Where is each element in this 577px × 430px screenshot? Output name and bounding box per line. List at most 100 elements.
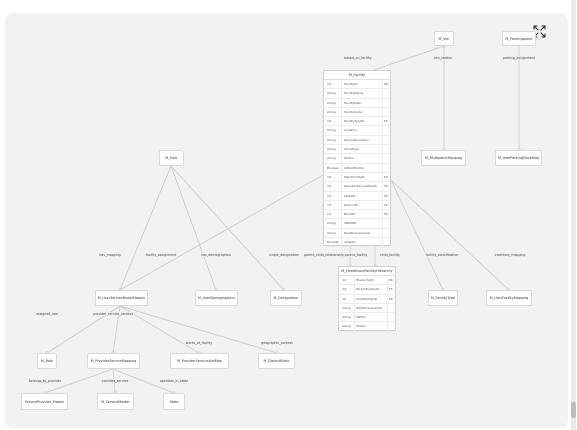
field-type: string xyxy=(327,137,336,142)
field-type: string xyxy=(327,100,336,105)
entity-row: Boolean deleted xyxy=(324,238,390,248)
entity-row: string HealthcareCenter xyxy=(324,228,390,239)
entity-row: int FacilityTypeID FK xyxy=(324,117,390,127)
field-key: FK xyxy=(384,174,388,179)
field-type: string xyxy=(327,128,336,133)
field-name: FacilityTypeID xyxy=(344,119,365,124)
node-state[interactable]: State xyxy=(163,393,185,410)
entity-row: string StoreType xyxy=(324,145,390,155)
edge-label-has-demographics: has_demographics xyxy=(200,253,232,257)
field-name: StateID xyxy=(344,193,356,198)
scrollbar-thumb[interactable] xyxy=(571,402,576,418)
field-type: int xyxy=(342,278,346,282)
field-key: PK xyxy=(384,82,388,86)
field-name: deleted xyxy=(344,240,356,245)
field-type: string xyxy=(327,221,336,226)
field-key: FK xyxy=(389,287,393,292)
field-type: string xyxy=(327,91,336,96)
field-type: int xyxy=(342,296,346,301)
edge-line xyxy=(119,305,278,354)
field-type: string xyxy=(342,324,351,329)
field-name: MainFacilityID xyxy=(344,174,365,179)
node-m-designation[interactable]: M_Designation xyxy=(270,290,302,306)
edge-label-provider-service-context: provider_service_context xyxy=(92,312,134,316)
field-type: Boolean xyxy=(327,165,340,170)
field-name: Location xyxy=(344,128,357,133)
field-type: Boolean xyxy=(327,240,340,245)
node-m-multipatch-mapping[interactable]: M_MultipatchMapping xyxy=(421,150,466,166)
edge-label-single-designation: single_designation xyxy=(268,253,300,257)
field-type: int xyxy=(327,174,331,179)
edge-line xyxy=(390,179,444,291)
node-m-servicemaster[interactable]: M_ServiceMaster xyxy=(97,393,134,410)
node-serviceprovider-master[interactable]: ServiceProvider_Master xyxy=(21,393,68,410)
field-type: string xyxy=(327,147,336,152)
node-m-ven[interactable]: M_Ven xyxy=(434,31,454,46)
node-m-userparking[interactable]: M_UserParkingPlaceMap xyxy=(495,150,542,166)
node-m-userdemographics[interactable]: M_UserDemographics xyxy=(195,290,238,306)
scrollbar[interactable] xyxy=(571,0,576,430)
entity-row: int ChildFacilityID FK xyxy=(339,294,395,304)
edge-label-provides-service: provides_service xyxy=(100,379,130,383)
field-type: string xyxy=(327,230,336,235)
field-key: FK xyxy=(384,184,388,189)
node-m-userfacility[interactable]: M_UserFacilityMapping xyxy=(486,290,532,306)
field-name: FacilityName xyxy=(344,91,364,96)
field-name: ChildFacilityID xyxy=(356,296,378,301)
field-type: int xyxy=(327,119,331,124)
node-m-user[interactable]: M_User xyxy=(159,150,184,166)
edge-label-operates-in-state: operates_in_state xyxy=(158,379,190,383)
field-type: string xyxy=(327,109,336,114)
edge-label-inventory-mapping: inventory_mapping xyxy=(493,253,527,257)
node-m-role[interactable]: M_Role xyxy=(37,353,57,369)
entity-title: M_Facility xyxy=(324,71,390,80)
node-m-providerserviceaddmap[interactable]: M_ProviderServiceAddMap xyxy=(170,353,229,369)
field-name: ABHID xyxy=(356,315,366,320)
node-m-providerservice[interactable]: M_ProviderServiceMapping xyxy=(87,353,140,369)
edge-line xyxy=(44,368,114,394)
field-key: FK xyxy=(384,193,388,198)
field-name: FacilityID xyxy=(344,82,358,86)
edge-line xyxy=(112,368,175,394)
field-name: HierarchyID xyxy=(356,278,374,282)
edge-label-facility-classification: facility_classification xyxy=(424,253,460,257)
field-name: ProviderServiceMapID xyxy=(344,184,377,189)
edge-label-child-facility: child_facility xyxy=(379,253,401,257)
node-m-districtblock[interactable]: M_DistrictBlock xyxy=(258,353,295,369)
field-key: FK xyxy=(384,119,388,124)
edge-label-geographic-context: geographic_context xyxy=(260,341,294,345)
entity-row: string FacilityDesc xyxy=(324,98,390,108)
edge-label-assigned-role: assigned_role xyxy=(35,312,59,316)
field-name: FacilityDesc xyxy=(344,100,362,105)
edge-label-belongs-to-provider: belongs_to_provider xyxy=(27,379,63,383)
node-m-facilitytype[interactable]: M_FacilityType xyxy=(428,290,458,306)
node-m-userservicemodel[interactable]: M_UserServiceModelMappin xyxy=(95,290,148,306)
field-type: string xyxy=(342,315,351,320)
field-type: string xyxy=(327,156,336,161)
entity-row: string FacilityName xyxy=(324,89,390,99)
field-name: StoreType xyxy=(344,147,359,152)
field-name: Status xyxy=(344,156,354,161)
field-type: int xyxy=(327,202,331,207)
edge-line xyxy=(119,165,172,291)
field-name: DistrictID xyxy=(344,202,358,207)
field-type: int xyxy=(327,212,331,217)
field-key: FK xyxy=(389,296,393,301)
edge-line xyxy=(170,165,217,291)
field-name: HealthcareCenter xyxy=(344,230,371,235)
field-type: int xyxy=(342,287,346,292)
field-name: PhysicalLocation xyxy=(344,137,369,142)
field-type: int xyxy=(327,193,331,198)
node-m-parkingspace[interactable]: M_Parkingspace xyxy=(502,31,536,46)
edge-label-parent-facility: parent_facility xyxy=(343,253,369,257)
